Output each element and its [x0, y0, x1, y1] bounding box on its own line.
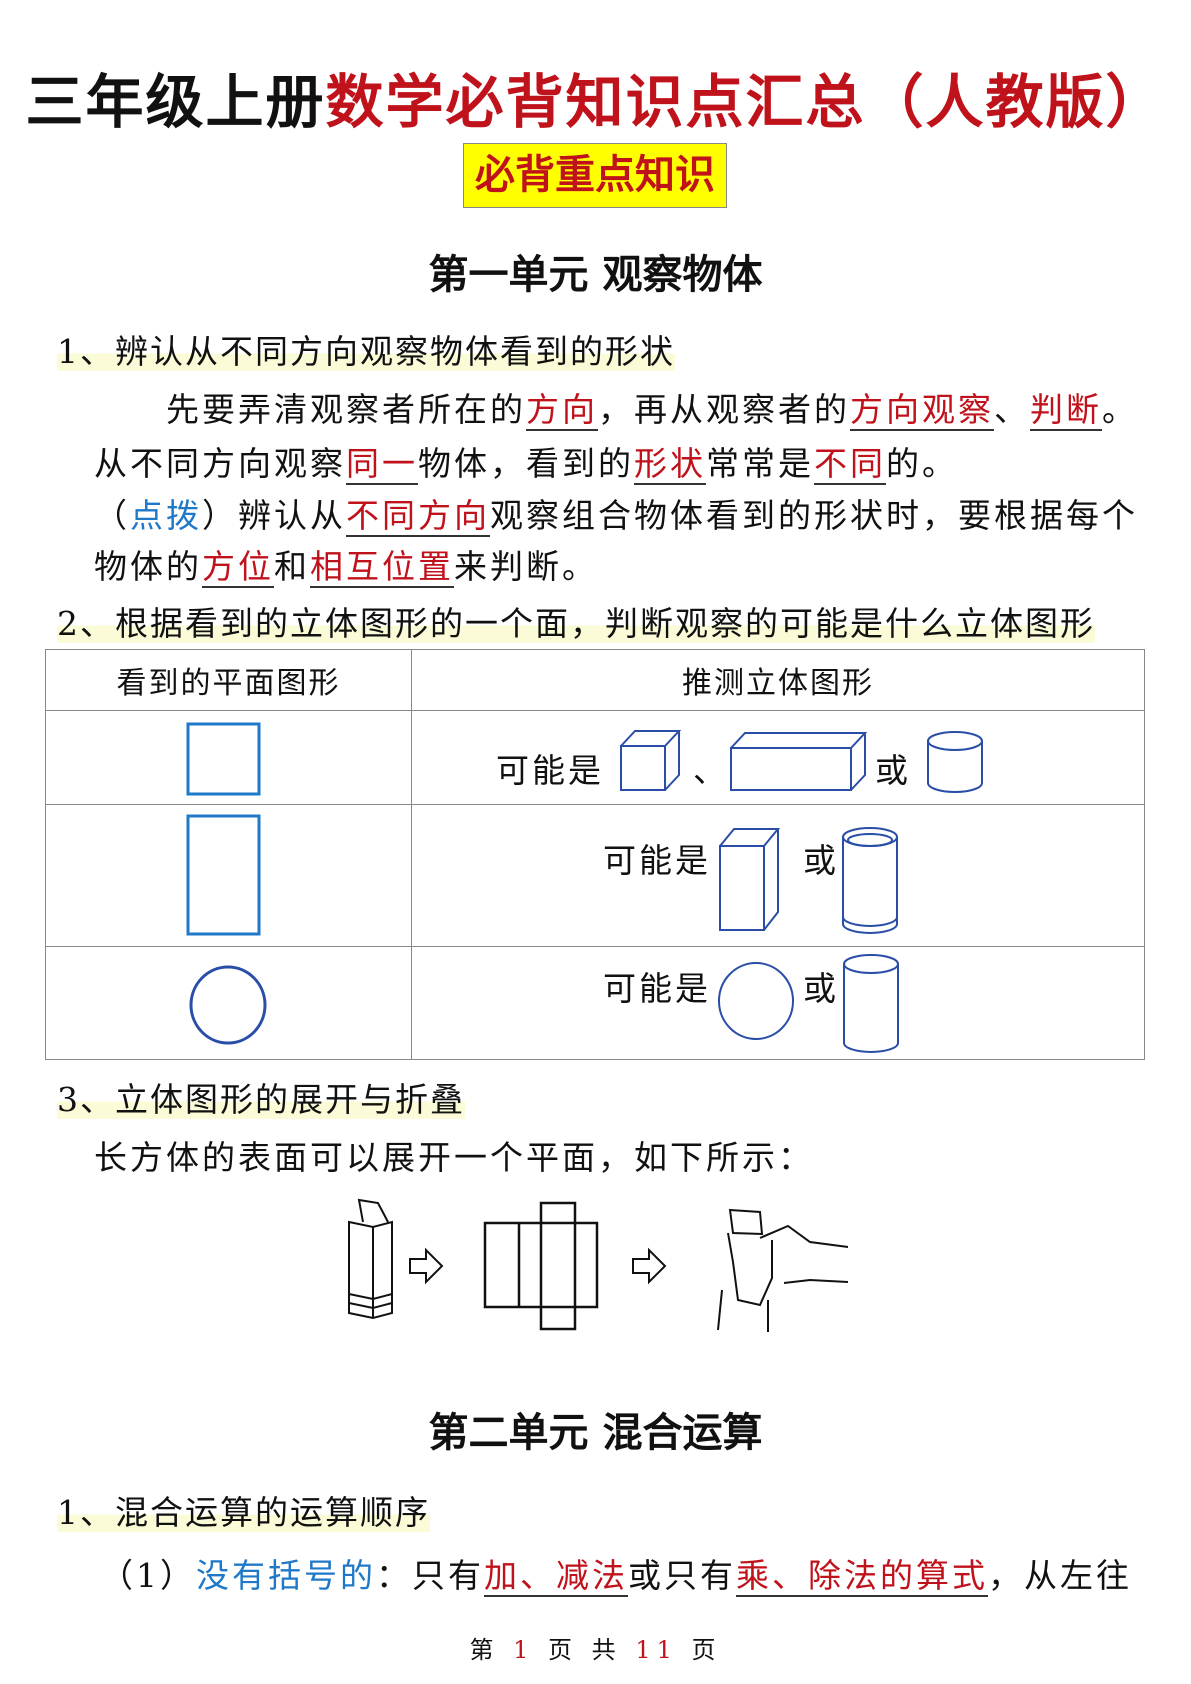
tall-cuboid-shape — [719, 828, 781, 931]
footer-text: 页 共 — [548, 1636, 622, 1664]
short-cylinder-shape — [927, 731, 983, 793]
unit1-s2-heading: 2、根据看到的立体图形的一个面，判断观察的可能是什么立体图形 — [57, 597, 1095, 645]
text-segment: 先要弄清观察者所在的 — [166, 390, 526, 429]
table-header-row: 看到的平面图形 推测立体图形 — [45, 649, 1145, 711]
heading-text: 3、立体图形的展开与折叠 — [57, 1080, 465, 1119]
tall-cylinder-shape — [843, 954, 899, 1053]
paragraph-line: 先要弄清观察者所在的方向，再从观察者的方向观察、判断。 — [166, 383, 1138, 431]
footer-text: 第 — [469, 1636, 500, 1664]
hint-label: 点拨 — [130, 496, 202, 535]
box-net-illustration — [483, 1201, 599, 1331]
sphere-shape — [718, 962, 794, 1040]
paragraph-line: 物体的方位和相互位置来判断。 — [94, 540, 598, 588]
title-subject: 数学必背知识点汇总（人教版） — [325, 68, 1166, 136]
header-plane: 看到的平面图形 — [45, 649, 412, 711]
unfold-text: 长方体的表面可以展开一个平面，如下所示： — [94, 1138, 814, 1177]
text-segment: 的。 — [886, 444, 958, 483]
arrow-icon — [632, 1247, 667, 1285]
unit1-s1-heading: 1、辨认从不同方向观察物体看到的形状 — [57, 325, 675, 373]
text-segment: ，从左往 — [988, 1556, 1132, 1595]
text-segment: 物体的 — [94, 547, 202, 586]
unit1-heading: 第一单元 观察物体 — [428, 251, 763, 298]
folding-hand-illustration — [717, 1208, 849, 1332]
title-grade: 三年级上册 — [25, 68, 326, 136]
text-segment: 或只有 — [628, 1556, 736, 1595]
row2-or: 或 — [803, 841, 839, 880]
heading-text: 1、辨认从不同方向观察物体看到的形状 — [57, 332, 675, 371]
table-row — [45, 946, 1145, 1060]
text-segment: 从不同方向观察 — [94, 444, 346, 483]
paragraph-line: （点拨）辨认从不同方向观察组合物体看到的形状时，要根据每个 — [94, 489, 1138, 537]
key-term: 相互位置 — [310, 547, 454, 588]
row1-sep: 、 — [693, 751, 729, 790]
key-term: 不同方向 — [346, 496, 490, 537]
heading-text: 2、根据看到的立体图形的一个面，判断观察的可能是什么立体图形 — [57, 604, 1095, 643]
key-knowledge-badge: 必背重点知识 — [463, 143, 727, 208]
cuboid-shape — [730, 732, 868, 791]
box-illustration — [348, 1198, 393, 1320]
row1-prefix: 可能是 — [496, 751, 604, 790]
unit1-s3-heading: 3、立体图形的展开与折叠 — [57, 1073, 465, 1121]
text-segment: ，再从观察者的 — [598, 390, 850, 429]
text-segment: （1） — [100, 1556, 196, 1595]
row1-or: 或 — [875, 751, 911, 790]
paragraph-line: 从不同方向观察同一物体，看到的形状常常是不同的。 — [94, 437, 958, 485]
key-term: 不同 — [814, 444, 886, 485]
text-segment: 来判断。 — [454, 547, 598, 586]
key-term: 形状 — [634, 444, 706, 485]
row3-prefix: 可能是 — [603, 969, 711, 1008]
key-term: 同一 — [346, 444, 418, 485]
row2-prefix: 可能是 — [603, 841, 711, 880]
key-term: 方位 — [202, 547, 274, 588]
cube-shape — [620, 730, 682, 791]
text-segment: ）辨认从 — [202, 496, 346, 535]
text-segment: 观察组合物体看到的形状时，要根据每个 — [490, 496, 1138, 535]
key-term: 加、减法 — [484, 1556, 628, 1597]
unit2-heading: 第二单元 混合运算 — [428, 1409, 763, 1456]
text-segment: 、 — [994, 390, 1030, 429]
key-term: 判断 — [1030, 390, 1102, 431]
key-term: 方向观察 — [850, 390, 994, 431]
text-segment: 。 — [1102, 390, 1138, 429]
row3-or: 或 — [803, 969, 839, 1008]
unit2-s1-heading: 1、混合运算的运算顺序 — [57, 1486, 430, 1534]
square-shape — [186, 722, 261, 796]
shape-table: 看到的平面图形 推测立体图形 — [45, 649, 1145, 1060]
key-term: 方向 — [526, 390, 598, 431]
rectangle-shape — [186, 814, 261, 936]
heading-text: 1、混合运算的运算顺序 — [57, 1493, 430, 1532]
page-title: 三年级上册数学必背知识点汇总（人教版） — [0, 55, 1191, 139]
text-segment: ：只有 — [376, 1556, 484, 1595]
circle-shape — [189, 965, 267, 1045]
current-page: 1 — [513, 1636, 535, 1664]
paragraph-line: （1）没有括号的：只有加、减法或只有乘、除法的算式，从左往 — [100, 1549, 1132, 1597]
key-term: 乘、除法的算式 — [736, 1556, 988, 1597]
text-segment: 物体，看到的 — [418, 444, 634, 483]
hint-label: 没有括号的 — [196, 1556, 376, 1595]
tall-cylinder-shape — [842, 827, 898, 934]
text-segment: （ — [94, 496, 130, 535]
total-pages: 11 — [635, 1636, 678, 1664]
text-segment: 和 — [274, 547, 310, 586]
footer-text: 页 — [691, 1636, 722, 1664]
text-segment: 常常是 — [706, 444, 814, 483]
page-footer: 第 1 页 共 11 页 — [0, 1630, 1191, 1665]
arrow-icon — [409, 1247, 444, 1285]
